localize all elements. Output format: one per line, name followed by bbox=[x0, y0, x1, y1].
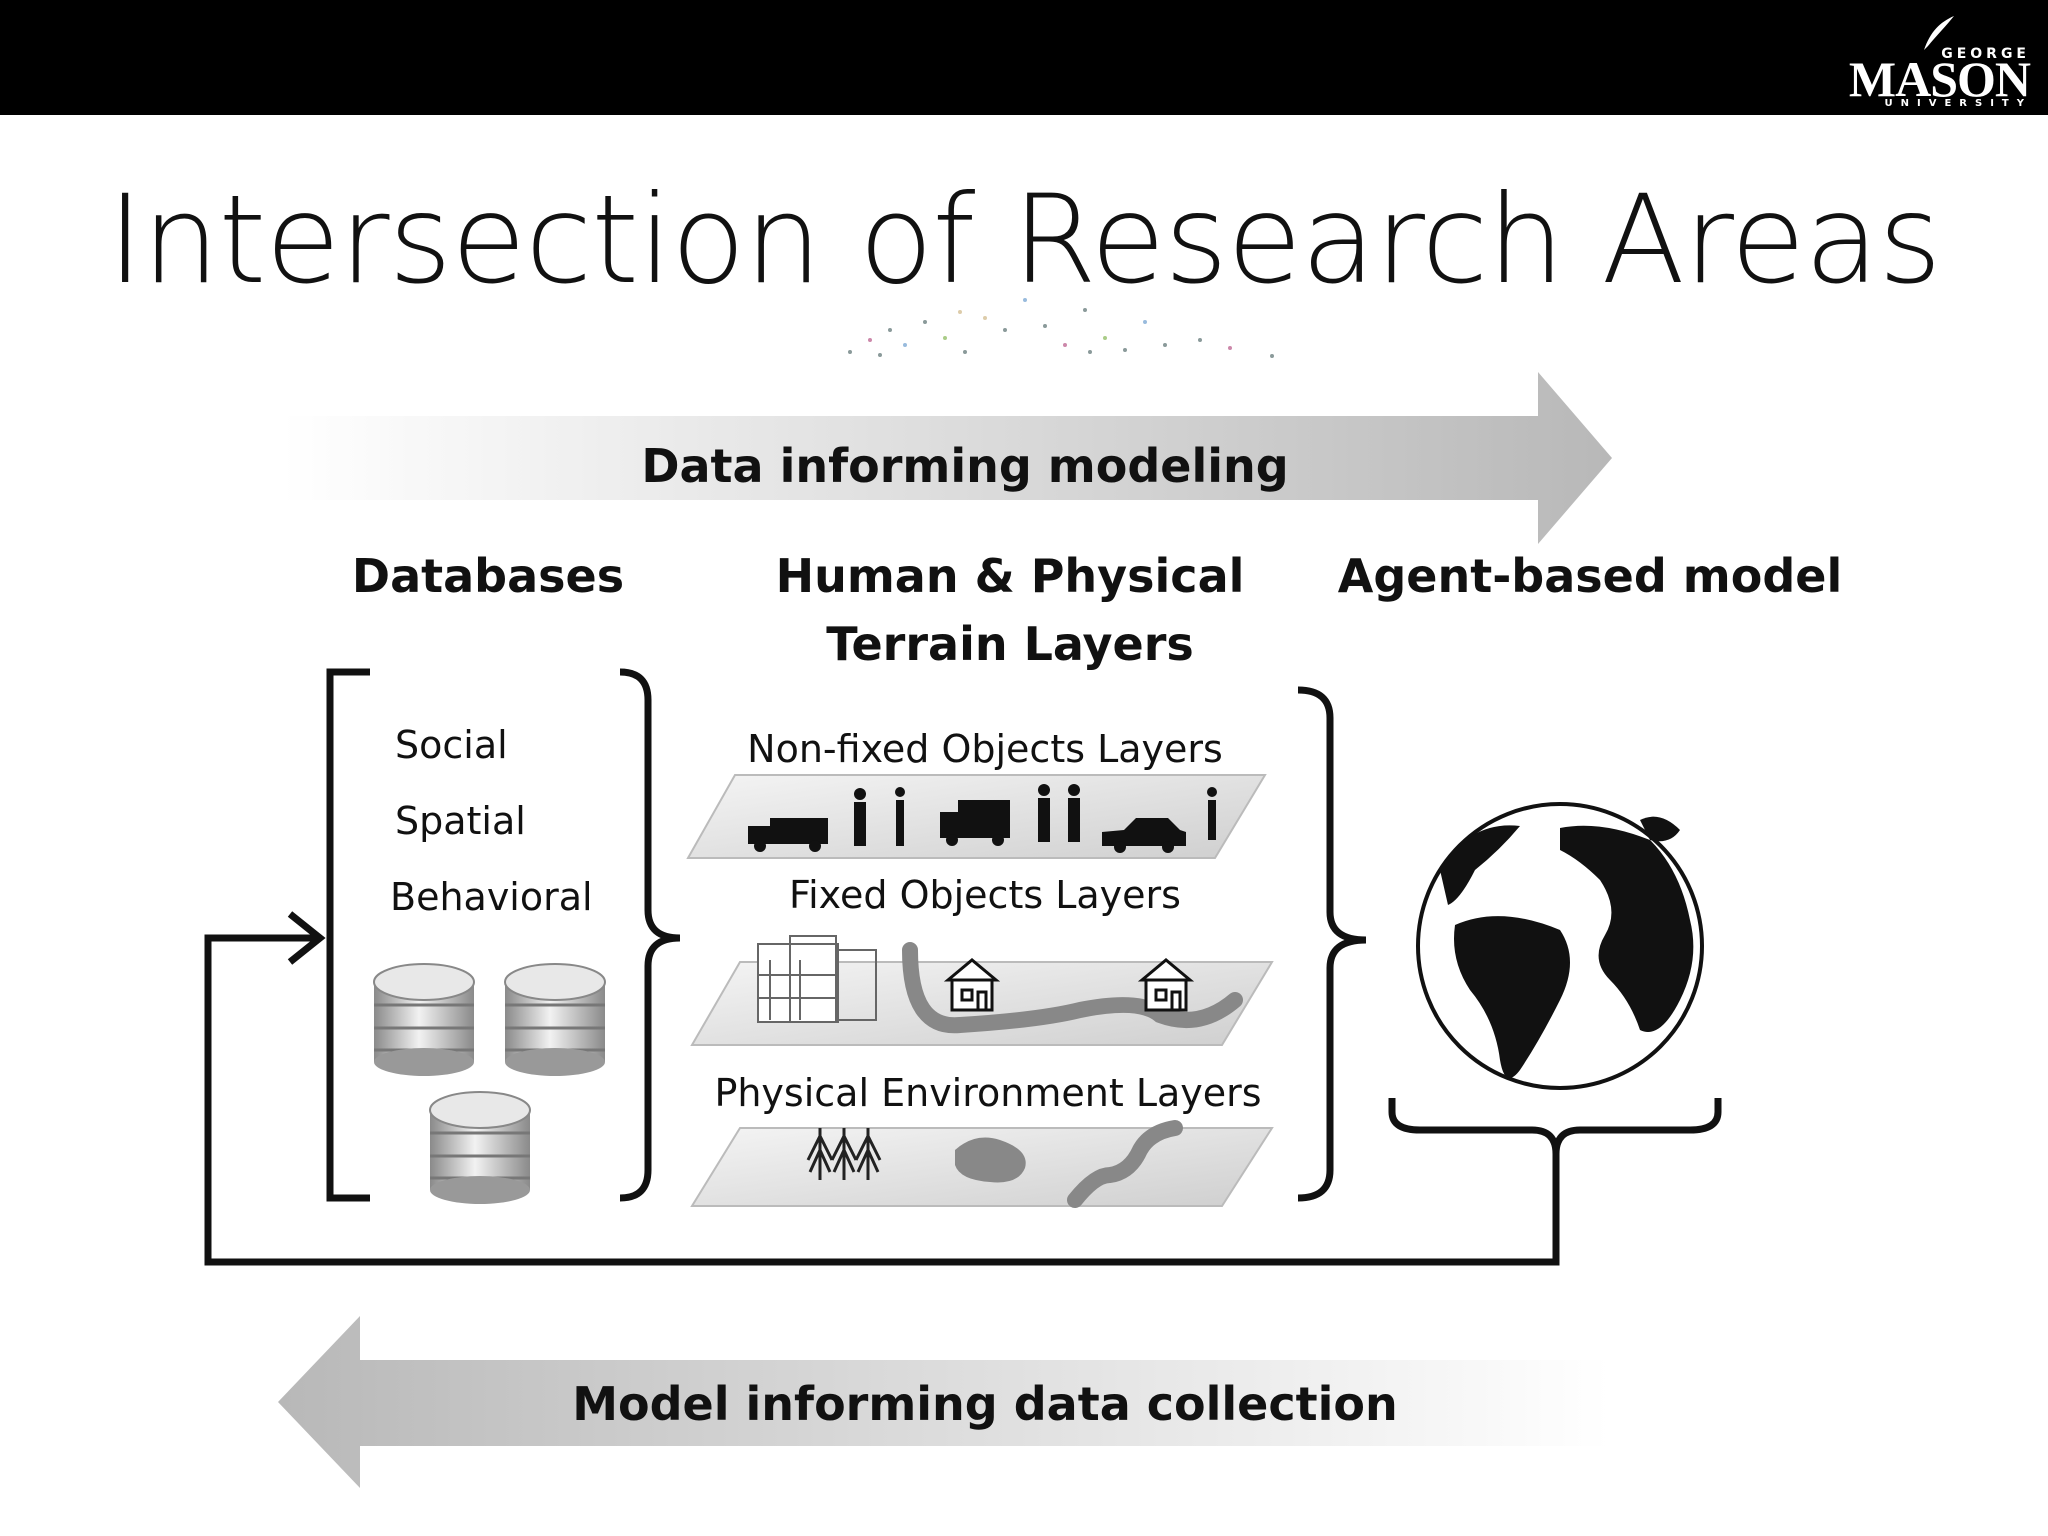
house-icon bbox=[1137, 958, 1195, 1012]
data-informing-modeling-arrow: Data informing modeling bbox=[282, 372, 1612, 544]
river-icon bbox=[1067, 1120, 1183, 1208]
person-icon bbox=[854, 787, 905, 846]
terrain-heading-line1: Human & Physical bbox=[776, 549, 1245, 603]
fixed-objects-plane bbox=[690, 935, 1274, 1046]
layer-label-physical: Physical Environment Layers bbox=[714, 1071, 1261, 1115]
logo-mason: MASON bbox=[1848, 51, 2031, 107]
globe-bracket bbox=[1388, 1098, 1722, 1155]
road-icon bbox=[902, 942, 1243, 1034]
database-icon bbox=[373, 963, 475, 1076]
layer-label-fixed: Fixed Objects Layers bbox=[789, 873, 1181, 917]
database-icon bbox=[429, 1091, 531, 1204]
terrain-heading-line2: Terrain Layers bbox=[826, 617, 1194, 671]
layer-label-nonfixed: Non-fixed Objects Layers bbox=[747, 727, 1223, 771]
george-mason-logo: GEORGE MASON UNIVERSITY bbox=[1849, 16, 2034, 112]
abm-heading: Agent-based model bbox=[1338, 549, 1842, 603]
database-item-spatial: Spatial bbox=[395, 799, 526, 843]
logo-george: GEORGE bbox=[1941, 46, 2030, 62]
header-bar: GEORGE MASON UNIVERSITY bbox=[0, 0, 2048, 115]
database-brackets bbox=[326, 668, 681, 1202]
trees-icon bbox=[806, 1128, 882, 1180]
logo-university: UNIVERSITY bbox=[1884, 98, 2032, 109]
person-icon bbox=[1207, 787, 1217, 840]
house-icon bbox=[943, 958, 1001, 1012]
slide-title: Intersection of Research Areas bbox=[107, 169, 1942, 311]
person-icon bbox=[1038, 784, 1080, 842]
lake-icon bbox=[955, 1137, 1026, 1183]
database-icon bbox=[504, 963, 606, 1076]
databases-heading: Databases bbox=[352, 549, 624, 603]
database-item-behavioral: Behavioral bbox=[390, 875, 593, 919]
truck-icon bbox=[748, 818, 828, 852]
physical-environment-plane bbox=[690, 1120, 1274, 1208]
feedback-loop-arrow bbox=[204, 911, 1560, 1266]
terrain-bracket bbox=[1297, 686, 1367, 1202]
globe-icon bbox=[1416, 802, 1704, 1090]
dot-scatter-decoration bbox=[848, 298, 1274, 358]
car-icon bbox=[1102, 818, 1186, 853]
feather-icon bbox=[1924, 16, 1954, 50]
bottom-arrow-label: Model informing data collection bbox=[572, 1377, 1397, 1431]
database-item-social: Social bbox=[395, 723, 508, 767]
building-icon bbox=[757, 935, 877, 1023]
model-informing-data-collection-arrow: Model informing data collection bbox=[278, 1316, 1610, 1488]
nonfixed-objects-plane bbox=[686, 774, 1267, 859]
top-arrow-label: Data informing modeling bbox=[641, 439, 1288, 493]
truck-icon bbox=[940, 800, 1010, 846]
